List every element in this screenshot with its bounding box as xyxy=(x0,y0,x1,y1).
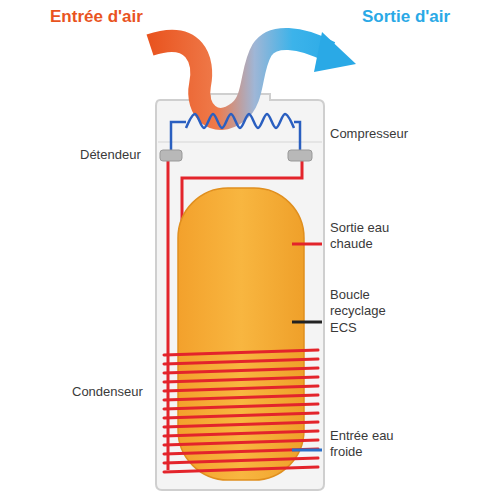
compressor xyxy=(288,150,312,161)
pipe-left xyxy=(167,160,170,470)
coil-winding xyxy=(164,458,318,463)
coil-winding xyxy=(164,467,318,472)
hot-water-outlet xyxy=(292,243,322,246)
air-inlet-label: Entrée d'air xyxy=(50,6,180,27)
connection-label: Boucle recyclage ECS xyxy=(330,287,396,336)
coil-winding xyxy=(164,386,318,391)
component-label: Condenseur xyxy=(72,384,160,400)
coil-winding xyxy=(164,368,318,373)
component-label: Détendeur xyxy=(80,147,156,163)
coil-winding xyxy=(164,404,318,409)
component-label: Compresseur xyxy=(330,126,450,142)
coil-winding xyxy=(164,413,318,418)
air-flow xyxy=(150,39,330,119)
housing-divider xyxy=(158,141,322,143)
condenser-coil xyxy=(164,350,318,472)
coil-winding xyxy=(164,359,318,364)
connection-label: Entrée eau froide xyxy=(330,428,404,461)
evaporator-pipe xyxy=(171,122,186,150)
coil-winding xyxy=(164,395,318,400)
coil-winding xyxy=(164,440,318,445)
air-outlet-label: Sortie d'air xyxy=(362,6,492,27)
recirculation-loop xyxy=(292,321,322,324)
cold-water-inlet xyxy=(292,449,322,452)
air-outlet-arrowhead xyxy=(314,32,356,72)
housing xyxy=(156,94,324,490)
coil-winding xyxy=(164,350,318,355)
evaporator-coil xyxy=(186,114,294,128)
coil-winding xyxy=(164,422,318,427)
connection-label: Sortie eau chaude xyxy=(330,220,404,253)
evaporator xyxy=(171,114,300,150)
coil-winding xyxy=(164,377,318,382)
coil-winding xyxy=(164,431,318,436)
evaporator-pipe xyxy=(294,122,300,150)
expansion-valve xyxy=(160,150,182,161)
